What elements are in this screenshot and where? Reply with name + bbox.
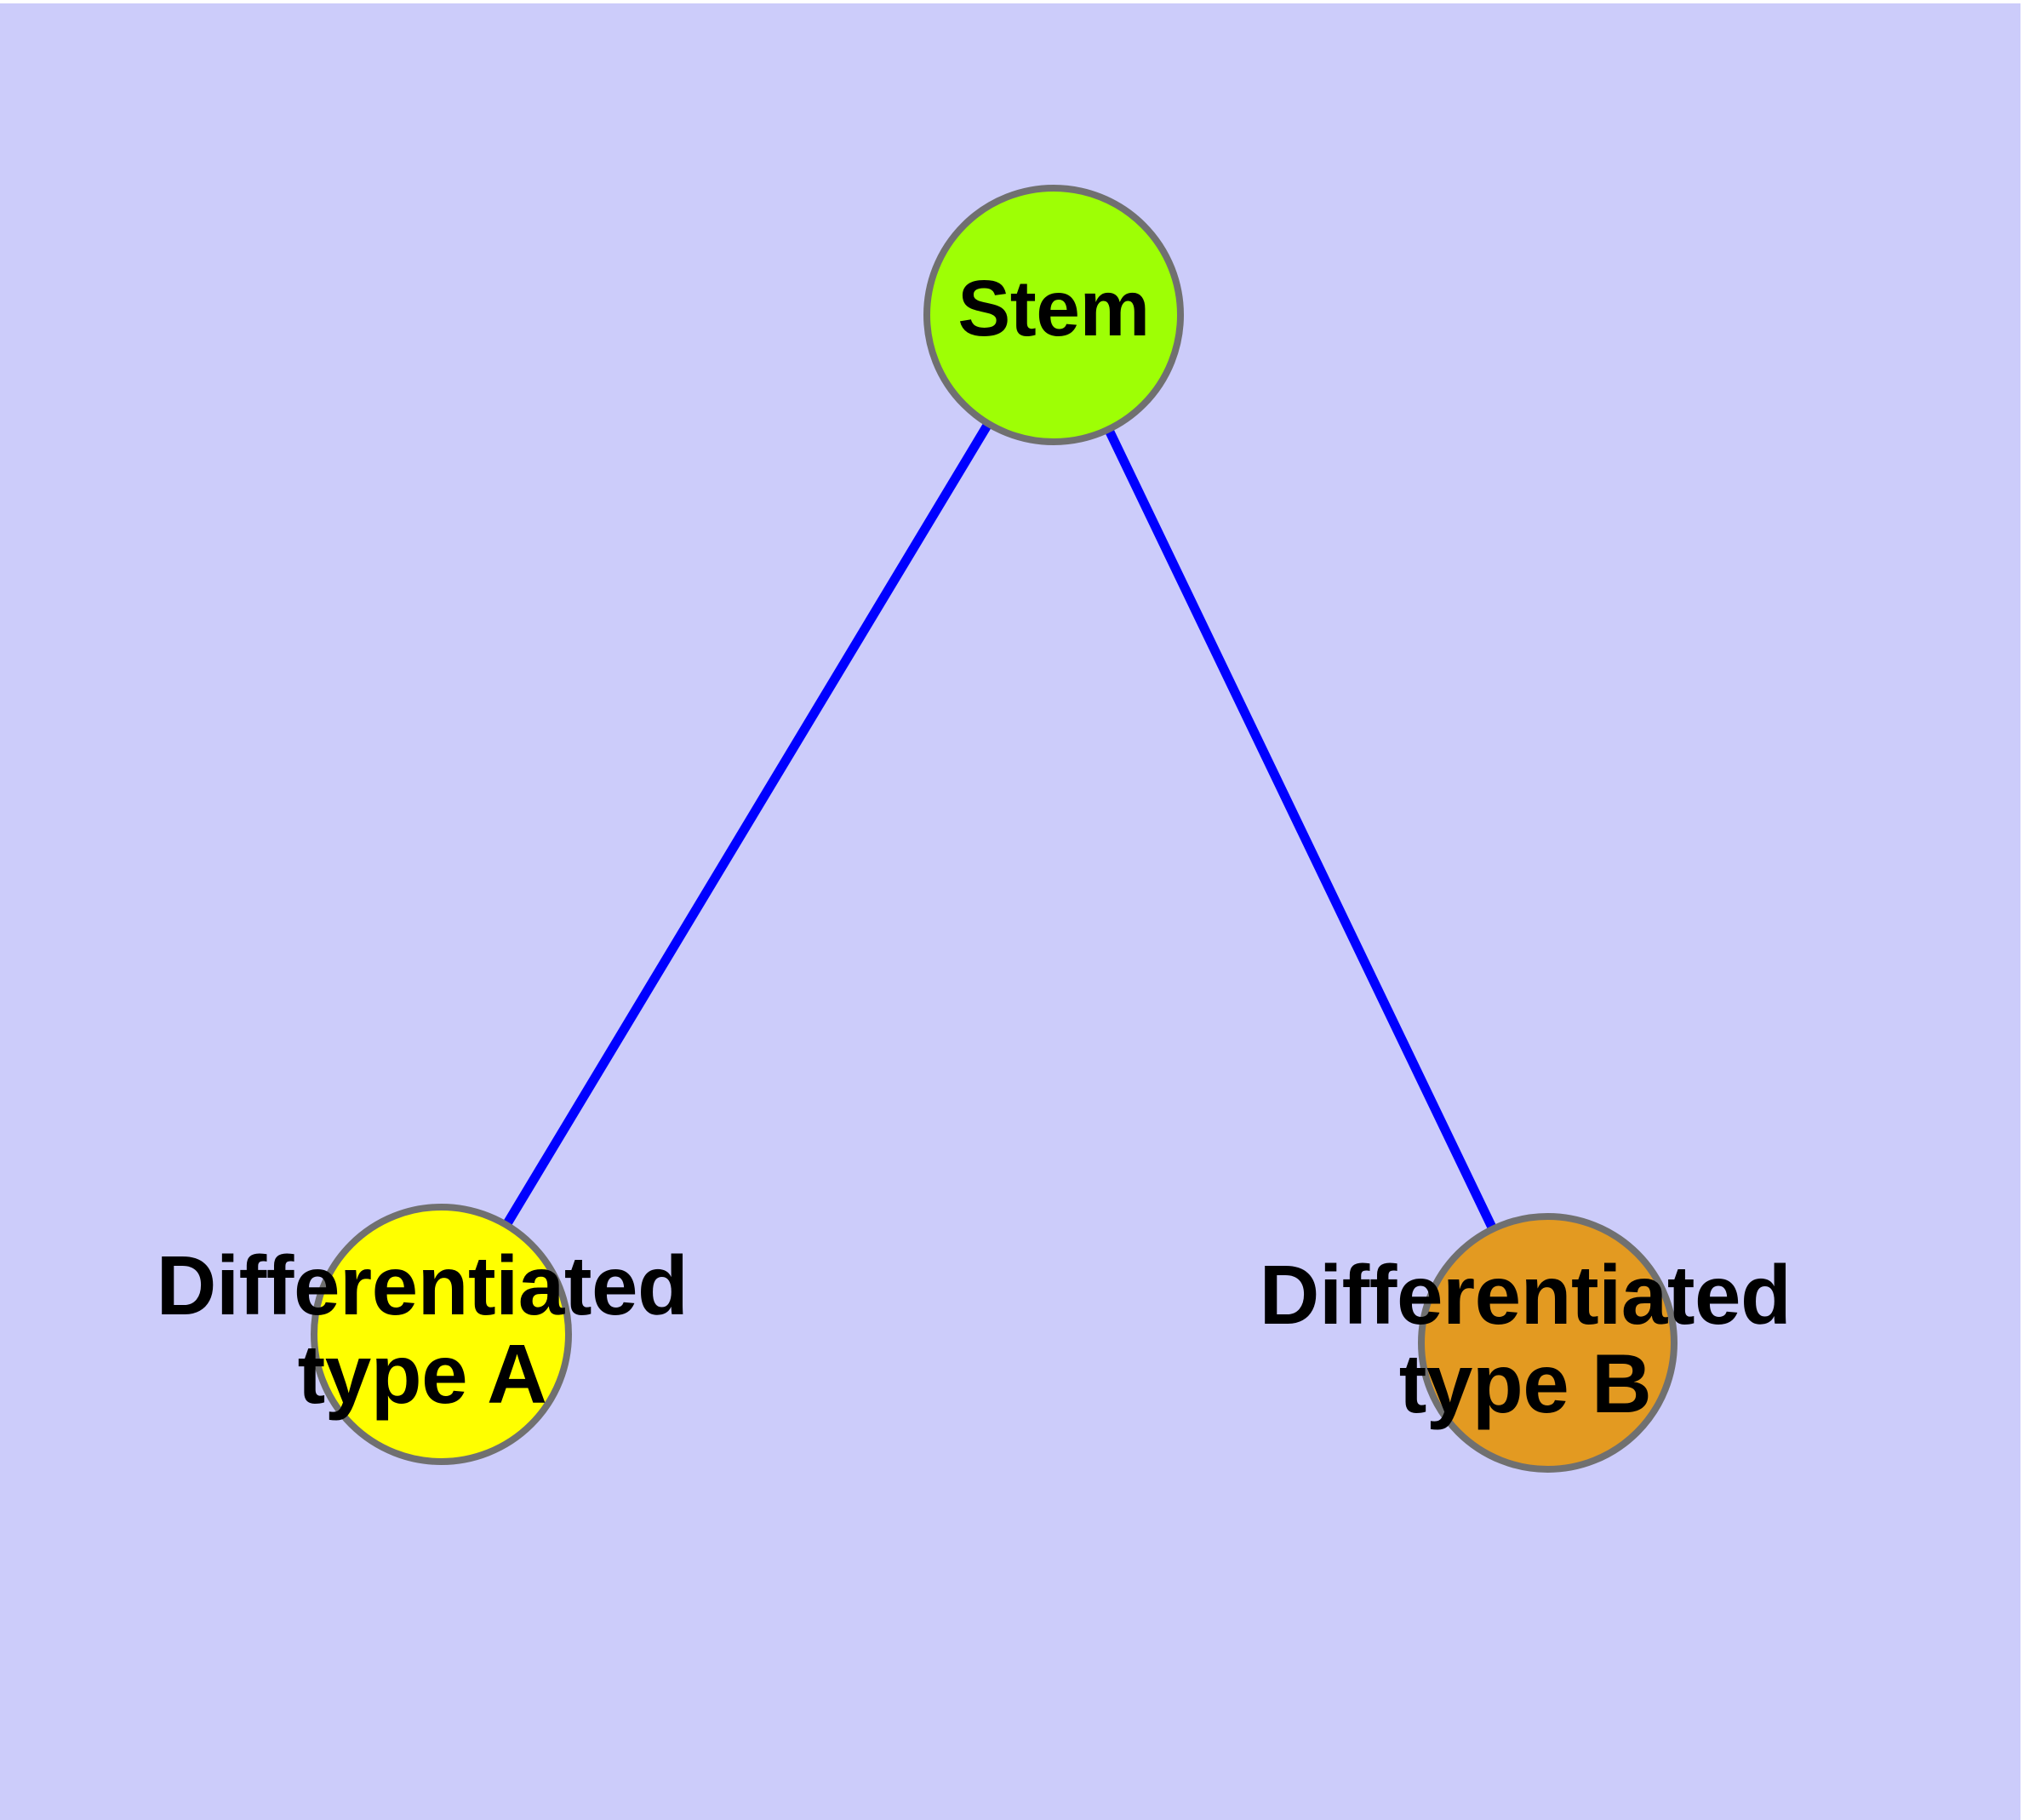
edge-stem-to-differentiated-type-a bbox=[437, 312, 1058, 1336]
edge-stem-to-differentiated-type-b bbox=[1049, 312, 1552, 1345]
node-differentiated-type-b[interactable] bbox=[1418, 1213, 1677, 1473]
node-stem[interactable] bbox=[923, 185, 1184, 445]
node-differentiated-type-a[interactable] bbox=[311, 1204, 572, 1465]
